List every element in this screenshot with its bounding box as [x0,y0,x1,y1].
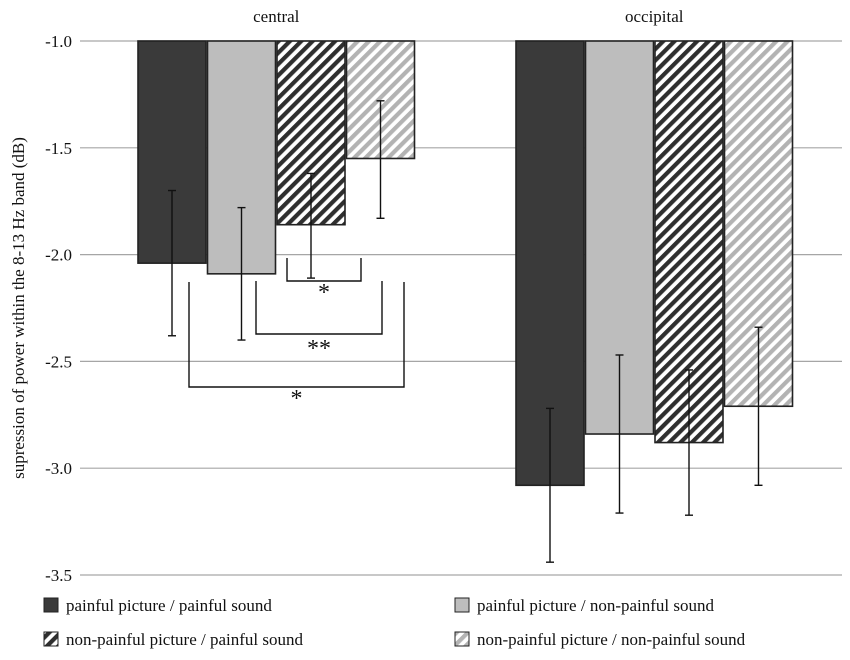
bars [137,40,794,487]
category-label: central [253,7,300,26]
category-label: occipital [625,7,684,26]
category-labels: central occipital [253,7,684,26]
significance-label: * [291,386,303,412]
significance-bracket [188,282,405,388]
y-axis-title: supression of power within the 8-13 Hz b… [9,137,28,479]
significance-bracket [255,281,383,335]
y-tick-label: -1.0 [45,32,72,51]
y-tick-label: -2.5 [45,352,72,371]
legend-label: non-painful picture / painful sound [66,630,304,649]
legend-label: non-painful picture / non-painful sound [477,630,746,649]
legend: painful picture / painful sound painful p… [43,596,746,649]
y-tick-label: -3.0 [45,459,72,478]
y-tick-labels: -1.0 -1.5 -2.0 -2.5 -3.0 -3.5 [45,32,72,585]
error-bars [168,100,763,563]
legend-label: painful picture / painful sound [66,596,272,615]
significance-label: ** [307,336,331,362]
y-tick-label: -1.5 [45,139,72,158]
legend-swatch [454,597,470,613]
legend-swatch [43,597,59,613]
significance-bracket [286,258,362,282]
legend-label: painful picture / non-painful sound [477,596,715,615]
y-tick-label: -2.0 [45,246,72,265]
significance-brackets: **** [188,258,405,412]
significance-label: * [318,280,330,306]
legend-swatch [43,631,59,647]
y-tick-label: -3.5 [45,566,72,585]
legend-swatch [454,631,470,647]
